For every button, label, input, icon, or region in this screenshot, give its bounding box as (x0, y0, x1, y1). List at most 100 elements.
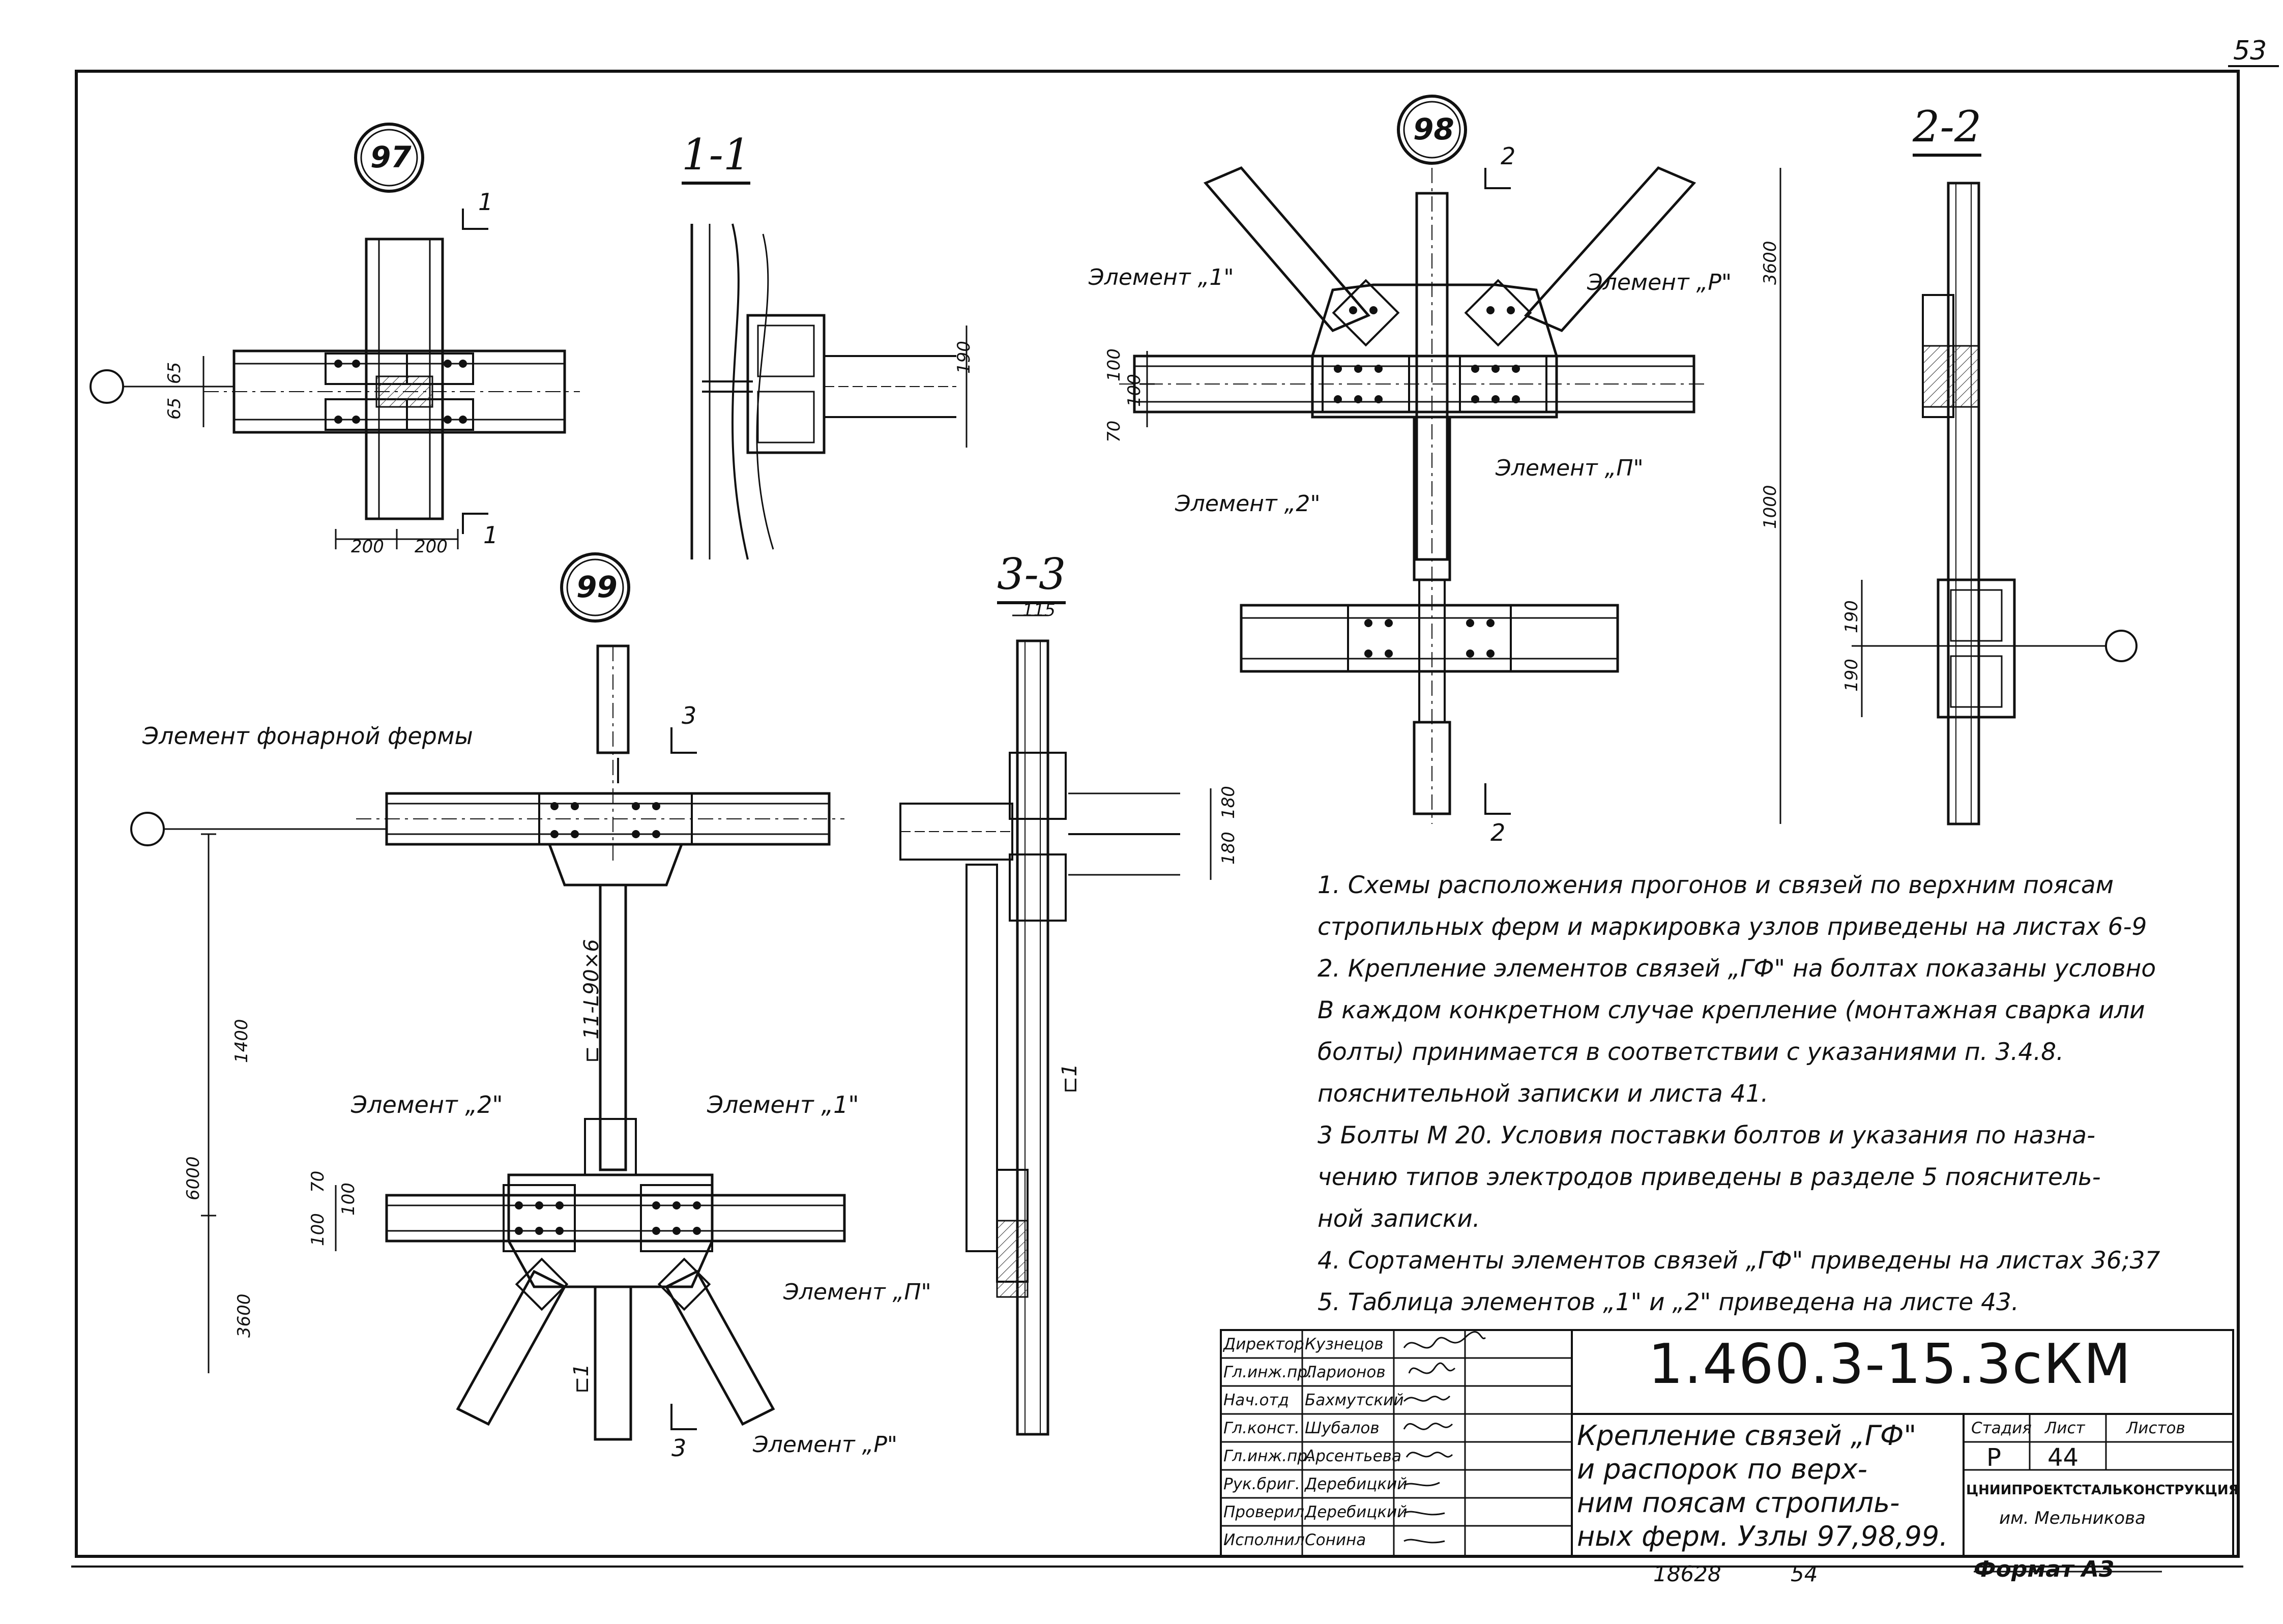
dim-3600-top: 3600 (1760, 241, 1780, 285)
stamp-name: Бахмутский (1305, 1391, 1404, 1409)
dim-70-b: 70 (308, 1170, 328, 1193)
cut-mark-1-bottom: 1 (483, 521, 499, 549)
note-line: пояснительной записки и листа 41. (1318, 1080, 1769, 1108)
note-line: В каждом конкретном случае крепление (мо… (1318, 996, 2145, 1024)
dim-65-b: 65 (164, 397, 185, 420)
notes-block: 1. Схемы расположения прогонов и связей … (1318, 865, 2233, 1323)
dim-190-b: 190 (1841, 659, 1862, 692)
stamp-grid (1220, 1329, 2234, 1557)
node-98-drawing (1119, 95, 1709, 824)
stage-header: Стадия (1971, 1419, 2032, 1437)
document-code: 1.460.3-15.3сКМ (1648, 1333, 2132, 1396)
dim-190-a: 190 (1841, 600, 1862, 633)
node-97-drawing (90, 123, 580, 549)
stamp-name: Ларионов (1305, 1363, 1386, 1381)
node-97-circle (354, 123, 424, 193)
element-2-label-bottom: Элемент „2" (351, 1091, 503, 1118)
organization-name: ЦНИИПРОЕКТСТАЛЬКОНСТРУКЦИЯ (1966, 1483, 2239, 1498)
note-line: болты) принимается в соответствии с указ… (1318, 1038, 2064, 1066)
lantern-truss-label: Элемент фонарной фермы (142, 722, 473, 750)
note-line: 2. Крепление элементов связей „ГФ" на бо… (1318, 955, 2156, 983)
node-99-drawing (130, 552, 846, 1441)
stamp-role: Гл.инж.пр. (1223, 1363, 1312, 1381)
element-r-label-bottom: Элемент „Р" (753, 1432, 898, 1458)
dim-200-a: 200 (351, 537, 384, 557)
dim-115: 115 (1022, 600, 1056, 621)
cut-mark-2-bottom: 2 (1490, 819, 1506, 846)
drawing-title-line: и распорок по верх- (1577, 1453, 1868, 1485)
section-3-3-title: 3-3 (997, 549, 1066, 604)
dim-100-d: 100 (308, 1213, 328, 1246)
dim-200-b: 200 (415, 537, 448, 557)
cut-mark-3-top: 3 (682, 702, 697, 729)
stamp-role: Рук.бриг. (1223, 1475, 1300, 1493)
stamp-name: Деребицкий (1305, 1503, 1408, 1521)
note-line: 3 Болты М 20. Условия поставки болтов и … (1318, 1121, 2096, 1149)
element-2-label-top: Элемент „2" (1175, 491, 1321, 517)
sheet-frame (75, 70, 2240, 1558)
node-99-label: 99 (576, 570, 618, 604)
cut-mark-1-top: 1 (478, 188, 493, 216)
element-p-label-bottom: Элемент „П" (783, 1279, 931, 1305)
node-98-label: 98 (1413, 112, 1454, 146)
element-r-label-top: Элемент „Р" (1587, 270, 1732, 296)
inventory-number: 18628 (1653, 1561, 1721, 1586)
profile-u1-label: ⊏1 (570, 1364, 593, 1394)
signatures (1403, 1331, 1486, 1544)
stamp-name: Деребицкий (1305, 1475, 1408, 1493)
drawing-title-line: Крепление связей „ГФ" (1577, 1420, 1917, 1452)
stamp-role: Гл.конст. (1223, 1419, 1300, 1437)
stamp-name: Сонина (1305, 1531, 1366, 1549)
section-2-2-title: 2-2 (1913, 102, 1982, 157)
dim-65-a: 65 (164, 362, 185, 384)
section-2-2-drawing (1779, 168, 2138, 825)
element-1-label-bottom: Элемент „1" (707, 1091, 859, 1118)
note-line: 1. Схемы расположения прогонов и связей … (1318, 871, 2114, 899)
note-line: 4. Сортаменты элементов связей „ГФ" прив… (1318, 1247, 2160, 1275)
stamp-name: Кузнецов (1305, 1335, 1384, 1353)
note-line: стропильных ферм и маркировка узлов прив… (1318, 913, 2147, 941)
dim-3600-bottom: 3600 (234, 1293, 254, 1338)
element-1-label-top: Элемент „1" (1089, 264, 1234, 290)
archive-number: 54 (1791, 1561, 1818, 1586)
stamp-name: Шубалов (1305, 1419, 1380, 1437)
cut-mark-2-top: 2 (1501, 142, 1516, 170)
dim-100-a: 100 (1104, 348, 1124, 381)
sheet-header: Лист (2045, 1419, 2085, 1437)
element-p-label-top: Элемент „П" (1496, 455, 1644, 481)
profile-main-label: ⊏ 11-L90×6 (580, 939, 603, 1063)
sheet-value: 44 (2047, 1443, 2079, 1472)
sheets-header: Листов (2126, 1419, 2185, 1437)
sheet-format: Формат А3 (1974, 1556, 2115, 1582)
stamp-role: Нач.отд (1223, 1391, 1289, 1409)
stage-value: Р (1986, 1443, 2001, 1472)
node-99-circle (560, 552, 630, 623)
stamp-role: Гл.инж.пр. (1223, 1447, 1312, 1465)
note-line: ной записки. (1318, 1205, 1480, 1233)
dim-180-b: 180 (1218, 832, 1239, 865)
stamp-role: Исполнил (1223, 1531, 1305, 1549)
stamp-name: Арсентьева (1305, 1447, 1401, 1465)
dim-6000: 6000 (183, 1156, 203, 1200)
section-1-1-drawing (690, 223, 968, 560)
dim-1400: 1400 (231, 1019, 252, 1063)
drawing-title-line: ных ферм. Узлы 97,98,99. (1577, 1520, 1948, 1552)
stamp-role: Директор (1223, 1335, 1304, 1353)
dim-180-a: 180 (1218, 786, 1239, 819)
page-number: 53 (2233, 36, 2267, 66)
section-3-3-drawing (899, 614, 1212, 1436)
dim-190-section-1-1: 190 (954, 341, 974, 374)
dim-70-a: 70 (1104, 420, 1124, 442)
section-1-1-title: 1-1 (682, 130, 751, 185)
cut-mark-3-bottom: 3 (671, 1434, 687, 1462)
node-98-circle (1397, 95, 1467, 165)
profile-u1-right-label: ⊏1 (1058, 1064, 1081, 1094)
note-line: чению типов электродов приведены в разде… (1318, 1163, 2101, 1191)
dim-1000: 1000 (1760, 485, 1780, 529)
drawing-title-line: ним поясам стропиль- (1577, 1487, 1900, 1519)
dim-100-b: 100 (1124, 374, 1145, 407)
stamp-role: Проверил (1223, 1503, 1304, 1521)
note-line: 5. Таблица элементов „1" и „2" приведена… (1318, 1288, 2019, 1316)
drawing-title: Крепление связей „ГФ" и распорок по верх… (1577, 1419, 1948, 1553)
